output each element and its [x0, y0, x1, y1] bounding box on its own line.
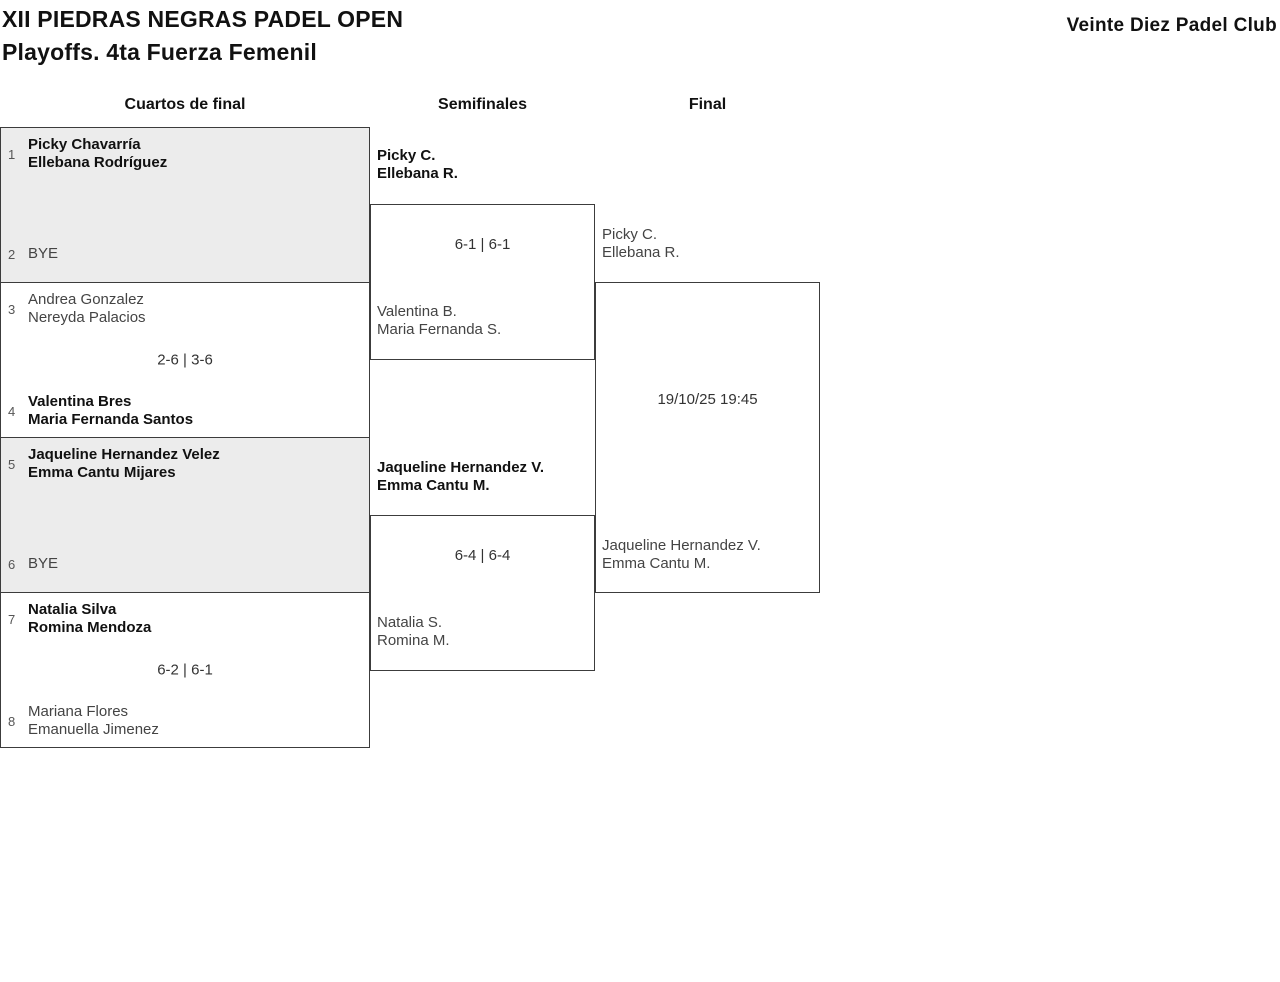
team-name-line: Mariana Flores: [28, 703, 129, 720]
seed-number: 8: [8, 713, 16, 729]
qf-match-4-bottom-team: 8 Mariana Flores Emanuella Jimenez: [8, 703, 159, 739]
qf-match-2-top-team: 3 Andrea Gonzalez Nereyda Palacios: [8, 291, 146, 327]
sf-match-1-bottom-team: Valentina B. Maria Fernanda S.: [377, 303, 501, 339]
final-schedule: 19/10/25 19:45: [657, 391, 758, 408]
seed-number: 3: [8, 301, 16, 317]
team-names: BYE: [28, 245, 58, 263]
team-names: Picky Chavarría Ellebana Rodríguez: [28, 136, 167, 172]
seed-number: 1: [8, 146, 16, 162]
qf-match-4-score: 6-2 | 6-1: [157, 661, 213, 679]
team-name-line: Maria Fernanda Santos: [28, 411, 194, 428]
team-name-line: Ellebana R.: [377, 165, 458, 182]
seed-number: 6: [8, 556, 16, 572]
seed-number: 2: [8, 246, 16, 262]
team-names: Natalia Silva Romina Mendoza: [28, 601, 151, 637]
seed-number: 5: [8, 456, 16, 472]
team-name-line: Valentina Bres: [28, 393, 132, 410]
qf-match-2-bottom-team: 4 Valentina Bres Maria Fernanda Santos: [8, 393, 193, 429]
seed-number: 4: [8, 403, 16, 419]
team-name-line: Emma Cantu M.: [377, 477, 490, 494]
team-names: Mariana Flores Emanuella Jimenez: [28, 703, 159, 739]
qf-match-3-top-team: 5 Jaqueline Hernandez Velez Emma Cantu M…: [8, 446, 220, 482]
team-name-line: BYE: [28, 245, 59, 262]
team-names: Andrea Gonzalez Nereyda Palacios: [28, 291, 146, 327]
final-match-box: [595, 282, 820, 593]
title-line-1: XII PIEDRAS NEGRAS PADEL OPEN: [2, 6, 404, 32]
team-name-line: Picky Chavarría: [28, 136, 141, 153]
sf-match-2-top-team: Jaqueline Hernandez V. Emma Cantu M.: [377, 459, 544, 495]
sf-match-2-bottom-team: Natalia S. Romina M.: [377, 614, 450, 650]
team-name-line: Ellebana Rodríguez: [28, 154, 168, 171]
team-name-line: Natalia Silva: [28, 601, 117, 618]
sf-match-2-score: 6-4 | 6-4: [454, 547, 511, 564]
sf-match-1-box: [370, 204, 595, 360]
qf-match-2: 3 Andrea Gonzalez Nereyda Palacios 2-6 |…: [0, 282, 370, 438]
qf-match-4-top-team: 7 Natalia Silva Romina Mendoza: [8, 601, 151, 637]
team-name-line: Picky C.: [602, 226, 658, 243]
column-header-quarterfinals: Cuartos de final: [124, 96, 246, 113]
team-name-line: Andrea Gonzalez: [28, 291, 144, 308]
team-name-line: Emanuella Jimenez: [28, 721, 159, 738]
column-header-semifinals: Semifinales: [438, 96, 527, 113]
page-title: XII PIEDRAS NEGRAS PADEL OPEN Playoffs. …: [2, 3, 403, 69]
qf-match-3: 5 Jaqueline Hernandez Velez Emma Cantu M…: [0, 437, 370, 593]
team-names: Valentina Bres Maria Fernanda Santos: [28, 393, 193, 429]
team-name-line: Jaqueline Hernandez V.: [377, 459, 545, 476]
column-header-final: Final: [688, 96, 727, 113]
team-name-line: Ellebana R.: [602, 244, 680, 261]
final-top-team: Picky C. Ellebana R.: [602, 226, 680, 262]
qf-match-4: 7 Natalia Silva Romina Mendoza 6-2 | 6-1…: [0, 592, 370, 748]
qf-match-3-bottom-team: 6 BYE: [8, 555, 58, 573]
qf-match-1-bottom-team: 2 BYE: [8, 245, 58, 263]
team-name-line: Natalia S.: [377, 614, 443, 631]
team-name-line: Romina M.: [377, 632, 450, 649]
qf-match-2-score: 2-6 | 3-6: [157, 351, 213, 369]
qf-match-1-top-team: 1 Picky Chavarría Ellebana Rodríguez: [8, 136, 167, 172]
team-name-line: BYE: [28, 555, 59, 572]
team-names: Jaqueline Hernandez Velez Emma Cantu Mij…: [28, 446, 220, 482]
team-name-line: Nereyda Palacios: [28, 309, 146, 326]
qf-match-1: 1 Picky Chavarría Ellebana Rodríguez 2 B…: [0, 127, 370, 283]
team-names: BYE: [28, 555, 58, 573]
sf-match-2-box: [370, 515, 595, 671]
seed-number: 7: [8, 611, 16, 627]
team-name-line: Jaqueline Hernandez V.: [602, 537, 761, 554]
team-name-line: Valentina B.: [377, 303, 457, 320]
sf-match-1-score: 6-1 | 6-1: [454, 236, 511, 253]
team-name-line: Jaqueline Hernandez Velez: [28, 446, 220, 463]
team-name-line: Emma Cantu Mijares: [28, 464, 176, 481]
team-name-line: Picky C.: [377, 147, 436, 164]
team-name-line: Romina Mendoza: [28, 619, 152, 636]
sf-match-1-top-team: Picky C. Ellebana R.: [377, 147, 458, 183]
title-line-2: Playoffs. 4ta Fuerza Femenil: [2, 39, 317, 65]
team-name-line: Emma Cantu M.: [602, 555, 711, 572]
final-bottom-team: Jaqueline Hernandez V. Emma Cantu M.: [602, 537, 761, 573]
team-name-line: Maria Fernanda S.: [377, 321, 502, 338]
club-name: Veinte Diez Padel Club: [1066, 15, 1277, 36]
